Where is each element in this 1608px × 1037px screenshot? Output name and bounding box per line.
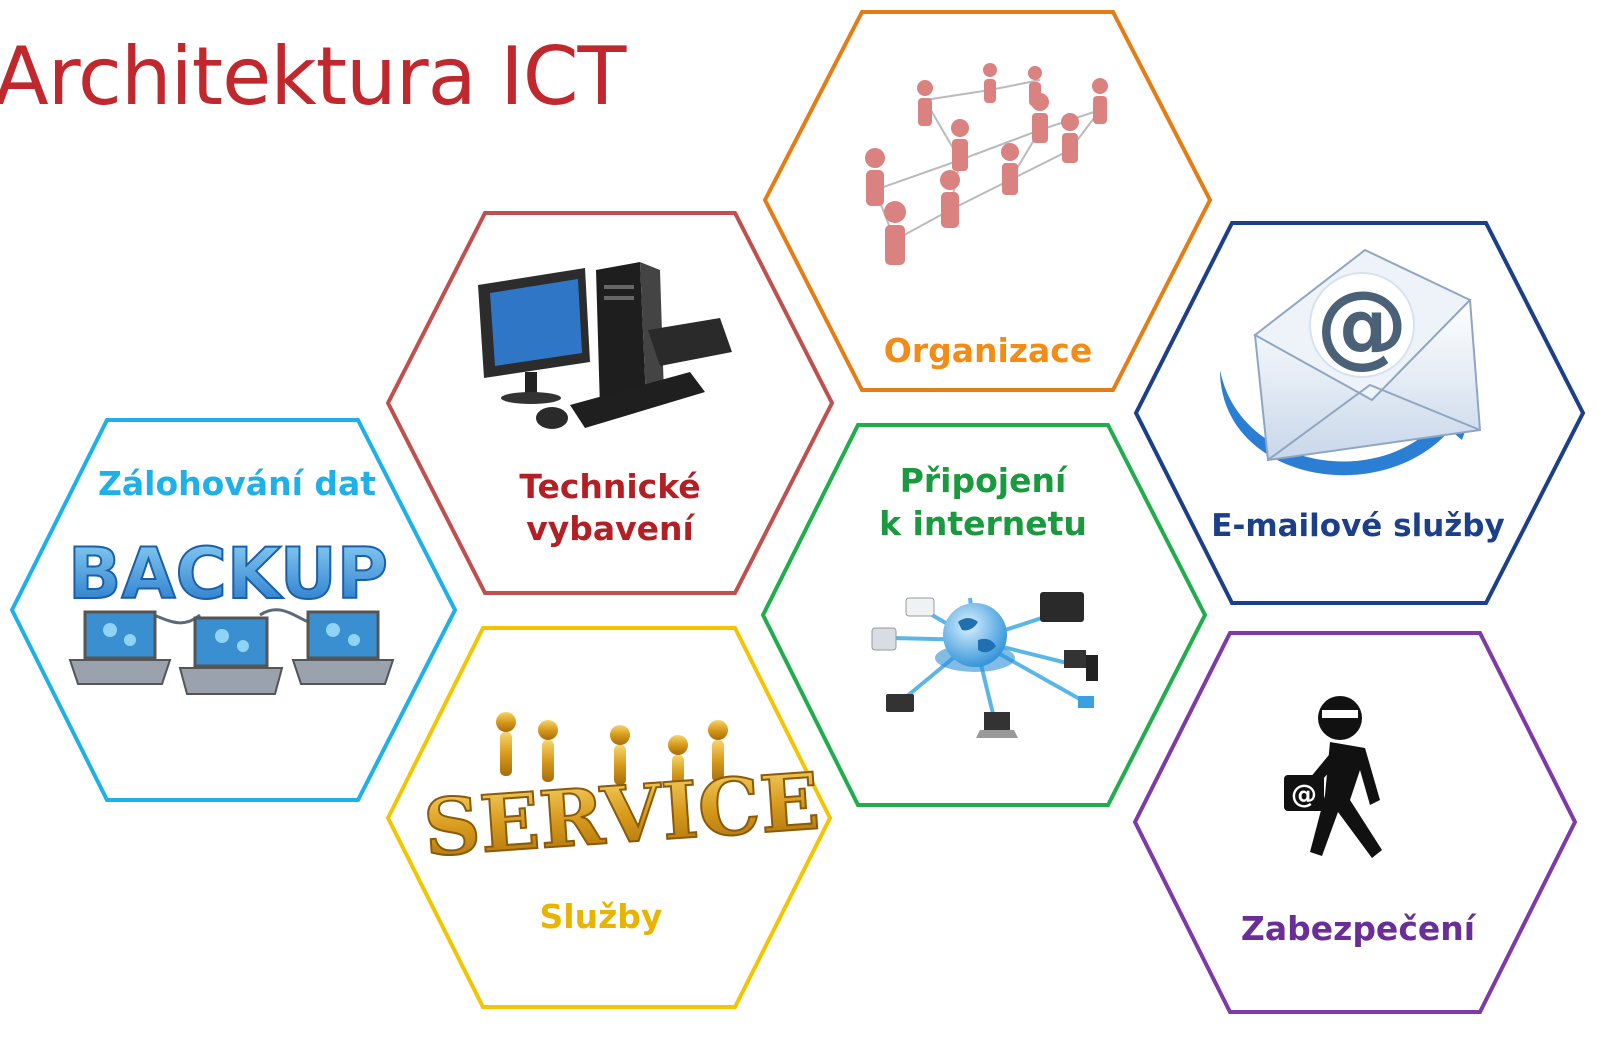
email-envelope-icon: @ xyxy=(1220,248,1482,476)
hex-technicke-label-1: Technické xyxy=(519,467,700,506)
thief-bag-at-symbol: @ xyxy=(1291,780,1317,810)
hex-pripojeni-label-1: Připojení xyxy=(900,461,1068,500)
globe-network-icon xyxy=(871,592,1098,738)
hex-sluzby: SERVICE Služby xyxy=(385,626,833,1009)
hex-email-label: E-mailové služby xyxy=(1211,508,1504,544)
hex-zabezpeceni-label: Zabezpečení xyxy=(1241,909,1477,948)
backup-laptops-icon: BACKUP xyxy=(67,532,395,695)
hex-technicke-label-2: vybavení xyxy=(526,509,695,548)
backup-word: BACKUP xyxy=(68,533,388,615)
hex-organizace: Organizace xyxy=(762,10,1213,392)
hex-email: @ E-mailové služby xyxy=(1133,221,1586,605)
hex-zalohovani: BACKUP xyxy=(9,418,458,802)
hex-sluzby-label: Služby xyxy=(540,897,663,936)
page-title: Architektura ICT xyxy=(0,30,626,123)
hex-pripojeni: Připojení k internetu xyxy=(760,423,1208,807)
org-chart-people-icon xyxy=(865,63,1108,265)
hex-zalohovani-label: Zálohování dat xyxy=(97,464,377,503)
hex-organizace-label: Organizace xyxy=(884,331,1092,370)
hex-zalohovani-outline xyxy=(9,418,458,802)
thief-icon: @ xyxy=(1284,696,1382,858)
hex-technicke: Technické vybavení xyxy=(385,211,835,595)
hex-zabezpeceni: @ Zabezpečení xyxy=(1132,631,1578,1014)
hex-pripojeni-label-2: k internetu xyxy=(879,504,1087,543)
email-at-symbol: @ xyxy=(1316,271,1408,378)
desktop-computer-icon xyxy=(478,262,732,429)
